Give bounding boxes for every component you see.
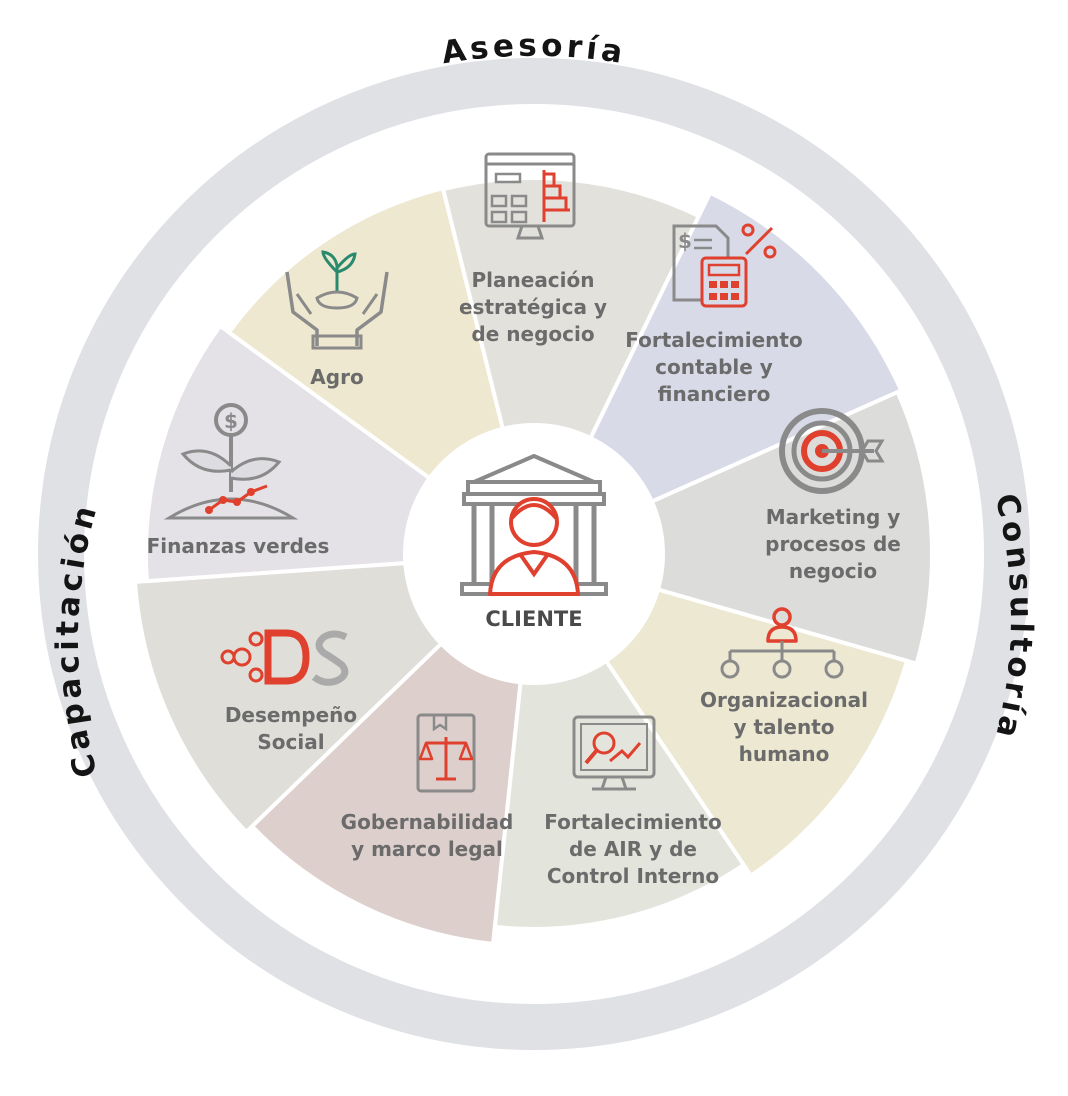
segment-label-line: Fortalecimiento	[544, 810, 721, 834]
segment-label-line: contable y	[655, 355, 773, 379]
segment-label-line: Marketing y	[766, 505, 901, 529]
accounting-calculator-icon: $	[672, 223, 777, 308]
center-label: CLIENTE	[485, 607, 582, 631]
segment-label-line: Control Interno	[547, 864, 719, 888]
ds-logo-icon	[220, 629, 349, 686]
segment-label-line: estratégica y	[459, 295, 607, 319]
segment-label-marketing: Marketing y procesos de negocio	[765, 505, 901, 583]
hands-sprout-icon	[285, 250, 389, 350]
segment-label-line: de AIR y de	[569, 837, 697, 861]
segment-label-line: Gobernabilidad	[341, 810, 514, 834]
segment-label-fortalecimiento-contable: Fortalecimiento contable y financiero	[625, 328, 802, 406]
segment-label-line: Finanzas verdes	[147, 534, 330, 558]
target-icon	[779, 408, 885, 494]
segment-label-line: Planeación	[472, 268, 595, 292]
law-scale-icon	[416, 713, 476, 793]
segments-group: Planeación estratégica y de negocio $ Fortal…	[132, 152, 935, 947]
segment-label-line: Desempeño	[225, 703, 357, 727]
segment-label-line: Social	[257, 730, 324, 754]
segment-label-line: Organizacional	[700, 688, 868, 712]
segment-label-line: Agro	[310, 365, 363, 389]
segment-label-planeacion: Planeación estratégica y de negocio	[459, 268, 607, 346]
segment-label-line: de negocio	[471, 322, 594, 346]
segment-marketing	[528, 389, 935, 667]
svg-text:$: $	[678, 229, 692, 253]
segment-label-gobernabilidad: Gobernabilidad y marco legal	[341, 810, 514, 861]
segment-label-organizacional: Organizacional y talento humano	[700, 688, 868, 766]
svg-text:$: $	[224, 409, 238, 433]
segment-label-line: negocio	[789, 559, 877, 583]
client-bank-icon	[460, 454, 608, 596]
segment-label-control-interno: Fortalecimiento de AIR y de Control Intern…	[544, 810, 721, 888]
segment-label-agro: Agro	[310, 365, 363, 389]
segment-label-line: humano	[739, 742, 830, 766]
strategy-monitor-icon	[484, 152, 576, 240]
org-chart-icon	[720, 607, 844, 679]
segment-label-line: financiero	[658, 382, 771, 406]
money-plant-icon: $	[163, 403, 299, 520]
segment-label-finanzas-verdes: Finanzas verdes	[147, 534, 330, 558]
segment-label-line: y marco legal	[351, 837, 503, 861]
analysis-monitor-icon	[572, 715, 656, 791]
segment-label-line: y talento	[733, 715, 834, 739]
segment-label-line: procesos de	[765, 532, 901, 556]
segment-label-line: Fortalecimiento	[625, 328, 802, 352]
outer-ring	[38, 58, 1030, 1050]
